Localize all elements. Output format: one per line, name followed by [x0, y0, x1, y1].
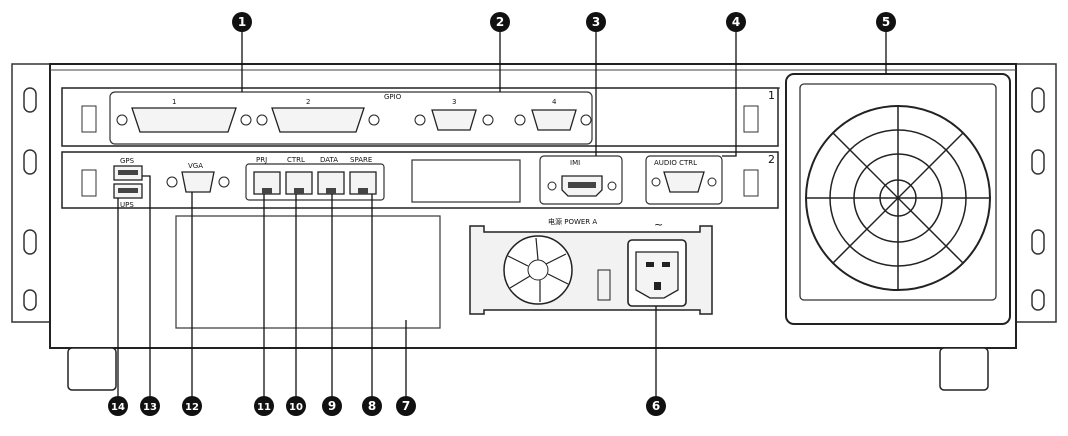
gpio-port-1-label: 1: [172, 98, 176, 106]
vga-port[interactable]: [166, 171, 230, 193]
svg-text:14: 14: [111, 402, 125, 413]
svg-text:4: 4: [732, 15, 740, 29]
hdmi-label: IMI: [570, 159, 580, 167]
ac-power-inlet[interactable]: [627, 239, 687, 307]
svg-text:2: 2: [496, 15, 504, 29]
svg-text:5: 5: [882, 15, 890, 29]
ac-symbol: ~: [654, 218, 663, 231]
gpio-port-2-label: 2: [306, 98, 310, 106]
svg-text:8: 8: [368, 399, 376, 413]
callout-8: 8: [362, 396, 382, 416]
chassis-outline: [49, 63, 1017, 349]
gpio-port-3-label: 3: [452, 98, 456, 106]
gpio-group: [109, 91, 593, 145]
hdmi-port[interactable]: [547, 175, 617, 197]
ethernet-group: [245, 163, 385, 201]
left-foot: [67, 347, 117, 391]
eth-prj-label: PRJ: [256, 156, 267, 164]
svg-text:7: 7: [402, 399, 410, 413]
left-rack-ear: [11, 63, 51, 323]
svg-text:10: 10: [289, 402, 303, 413]
ethernet-port-data[interactable]: [317, 171, 345, 195]
right-foot: [939, 347, 989, 391]
usb-port-bottom[interactable]: [113, 183, 143, 199]
main-fan: [785, 73, 1011, 325]
vga-label: VGA: [188, 162, 203, 170]
callout-7: 7: [396, 396, 416, 416]
usb-bottom-label: UPS: [120, 201, 134, 209]
gpio-port-3[interactable]: [414, 109, 494, 131]
usb-top-label: GPS: [120, 157, 135, 165]
usb-port-top[interactable]: [113, 165, 143, 181]
ethernet-port-ctrl[interactable]: [285, 171, 313, 195]
module-1-latch: [81, 105, 97, 133]
callout-9: 9: [322, 396, 342, 416]
svg-text:11: 11: [257, 402, 271, 413]
gpio-label: GPIO: [384, 93, 402, 101]
right-rack-ear: [1015, 63, 1057, 323]
eth-ctrl-label: CTRL: [287, 156, 305, 164]
callout-4: 4: [726, 12, 746, 32]
eth-spare-label: SPARE: [350, 156, 372, 164]
callout-leaders: [117, 30, 887, 398]
module-2: [61, 151, 779, 209]
gpio-port-2[interactable]: [256, 107, 380, 133]
audio-ctrl-group: [645, 155, 723, 205]
callout-11: 11: [254, 396, 274, 416]
svg-text:3: 3: [592, 15, 600, 29]
audio-ctrl-port[interactable]: [651, 171, 717, 193]
gpio-port-4-label: 4: [552, 98, 557, 106]
ethernet-port-spare[interactable]: [349, 171, 377, 195]
callout-1: 1: [232, 12, 252, 32]
audio-ctrl-label: AUDIO CTRL: [654, 159, 697, 167]
slot-1-label: 1: [768, 89, 775, 102]
svg-text:12: 12: [185, 402, 199, 413]
callout-10: 10: [286, 396, 306, 416]
callout-3: 3: [586, 12, 606, 32]
callout-2: 2: [490, 12, 510, 32]
callout-12: 12: [182, 396, 202, 416]
ethernet-port-prj[interactable]: [253, 171, 281, 195]
eth-data-label: DATA: [320, 156, 338, 164]
slot-2-label: 2: [768, 153, 775, 166]
svg-text:6: 6: [652, 399, 660, 413]
callout-5: 5: [876, 12, 896, 32]
hdmi-group: [539, 155, 623, 205]
gpio-port-1[interactable]: [116, 107, 252, 133]
power-label: 电源 POWER A: [548, 217, 597, 226]
lower-blank-panel: [175, 215, 441, 329]
svg-text:1: 1: [238, 15, 246, 29]
svg-text:13: 13: [143, 402, 157, 413]
blank-cover: [411, 159, 521, 203]
callout-6: 6: [646, 396, 666, 416]
callout-13: 13: [140, 396, 160, 416]
gpio-port-4[interactable]: [514, 109, 592, 131]
callout-14: 14: [108, 396, 128, 416]
svg-text:9: 9: [328, 399, 336, 413]
